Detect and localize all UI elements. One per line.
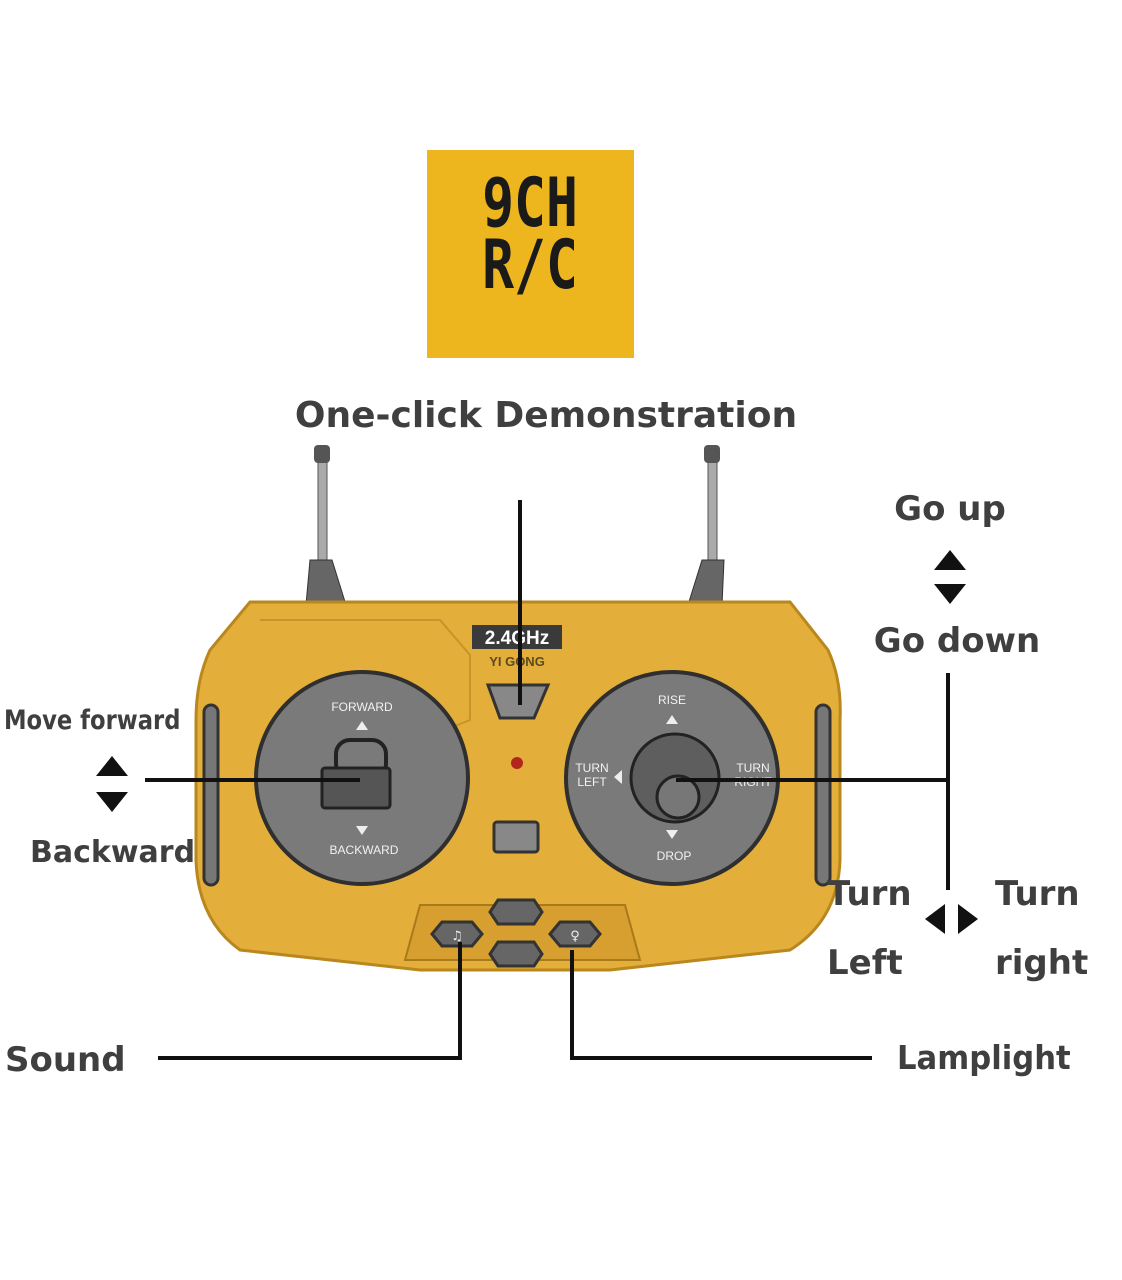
brand-text: YI GONG — [489, 654, 545, 669]
backward-label: Backward — [30, 835, 195, 870]
move-forward-label: Move forward — [4, 704, 180, 735]
up-arrow-icon — [934, 550, 966, 570]
lamplight-button[interactable] — [548, 920, 602, 948]
go-down-label: Go down — [874, 621, 1040, 661]
turn-left-text: TURN — [575, 761, 608, 775]
up-arrow-icon — [96, 756, 128, 776]
demo-label: One-click Demonstration — [295, 395, 797, 436]
sound-icon: ♫ — [451, 929, 463, 944]
power-switch[interactable] — [492, 820, 540, 854]
left-arrow-icon — [614, 770, 622, 784]
right-stick[interactable] — [655, 774, 701, 820]
antenna-left — [305, 445, 347, 606]
function-button-bottom[interactable] — [488, 940, 544, 968]
right-arrow-icon — [958, 904, 978, 934]
badge-line1: 9CH — [482, 164, 578, 243]
sound-button[interactable] — [430, 920, 484, 948]
turn-left-label-2: Left — [827, 943, 903, 983]
go-up-label: Go up — [894, 489, 1006, 529]
turn-left-label-1: Turn — [827, 874, 912, 914]
function-button-top[interactable] — [488, 898, 544, 926]
down-arrow-icon — [666, 830, 678, 839]
badge-line2: R/C — [482, 226, 578, 305]
antenna-right — [687, 445, 725, 606]
up-arrow-icon — [666, 715, 678, 724]
left-stick[interactable] — [320, 766, 392, 810]
frequency-text: 2.4GHz — [485, 628, 549, 649]
turn-right-label-2: right — [995, 943, 1088, 983]
left-arrow-icon — [925, 904, 945, 934]
bulb-icon: ♀ — [570, 929, 580, 944]
sound-label: Sound — [5, 1040, 126, 1080]
forward-text: FORWARD — [331, 700, 393, 714]
turn-left-text2: LEFT — [577, 775, 607, 789]
down-arrow-icon — [96, 792, 128, 812]
down-arrow-icon — [934, 584, 966, 604]
rise-text: RISE — [658, 693, 686, 707]
9ch-rc-badge: 9CH R/C — [427, 150, 634, 358]
turn-right-text: TURN — [736, 761, 769, 775]
up-arrow-icon — [356, 721, 368, 730]
drop-text: DROP — [657, 849, 692, 863]
power-led — [511, 757, 523, 769]
frequency-plate — [472, 625, 562, 649]
leader-lines — [145, 500, 950, 1060]
turn-right-label-1: Turn — [995, 874, 1080, 914]
left-grip — [202, 703, 220, 887]
down-arrow-icon — [356, 826, 368, 835]
right-grip — [814, 703, 832, 887]
lamplight-label: Lamplight — [897, 1038, 1071, 1077]
left-joystick-dial[interactable]: FORWARD BACKWARD — [254, 670, 470, 886]
backward-text: BACKWARD — [330, 843, 399, 857]
